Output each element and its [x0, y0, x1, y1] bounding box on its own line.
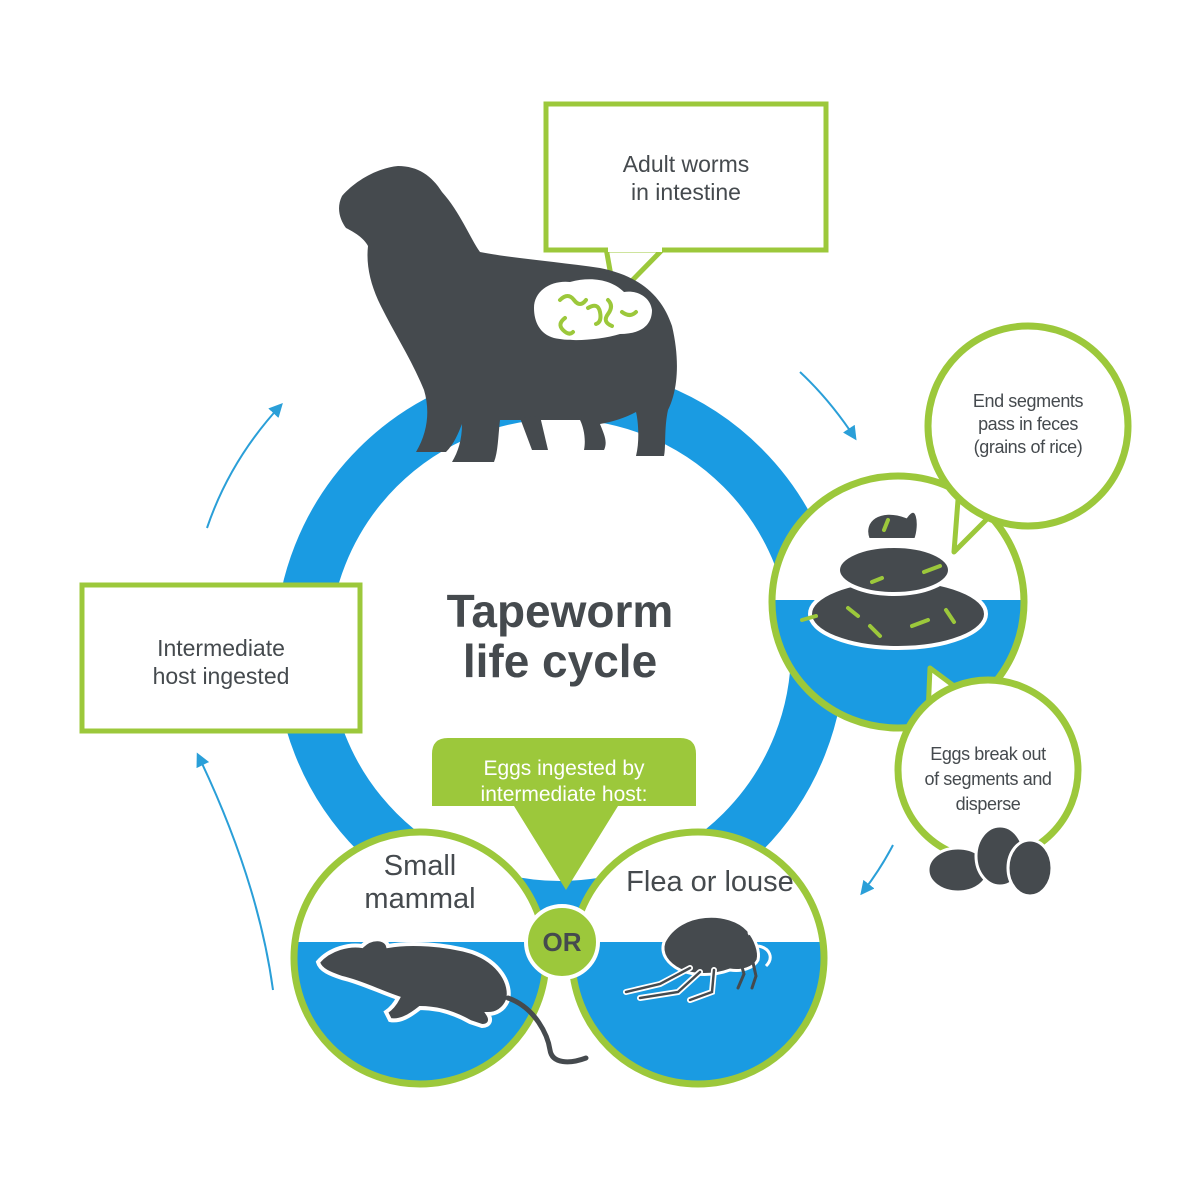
eggs-icon	[926, 824, 1054, 898]
feces-icon	[808, 508, 988, 650]
adult-worms-label: Adult worms in intestine	[622, 151, 750, 205]
end-segments-bubble	[924, 322, 1132, 530]
flea-label: Flea or louse	[626, 866, 794, 898]
title-line-1: Tapeworm	[446, 585, 674, 637]
rat-silhouette	[315, 937, 589, 1065]
flea-silhouette	[623, 914, 772, 1003]
or-badge	[524, 904, 600, 980]
page-title: Tapeworm life cycle	[400, 586, 720, 686]
intermediate-host-box	[79, 582, 363, 734]
dog-silhouette	[339, 166, 677, 462]
worm-icons	[558, 294, 638, 336]
arrow-box-to-dog	[206, 402, 283, 529]
small-mammal-label: Small mammal	[364, 850, 476, 915]
host-ingested-label: Intermediate host ingested	[152, 635, 290, 689]
end-segments-label: End segments pass in feces (grains of ri…	[972, 391, 1084, 457]
or-label: OR	[542, 927, 582, 957]
eggs-ingested-banner	[432, 738, 696, 890]
arrow-dog-to-feces	[799, 371, 857, 441]
arrow-mammal-to-box	[196, 752, 274, 991]
arrow-eggs-to-flea	[860, 844, 894, 896]
adult-worms-box	[543, 101, 829, 253]
eggs-break-label: Eggs break out of segments and disperse	[924, 744, 1052, 814]
intestine-window	[534, 279, 652, 341]
feces-worm-segments	[800, 518, 956, 638]
title-line-2: life cycle	[462, 635, 658, 687]
eggs-ingested-label: Eggs ingested by intermediate host:	[480, 757, 648, 806]
